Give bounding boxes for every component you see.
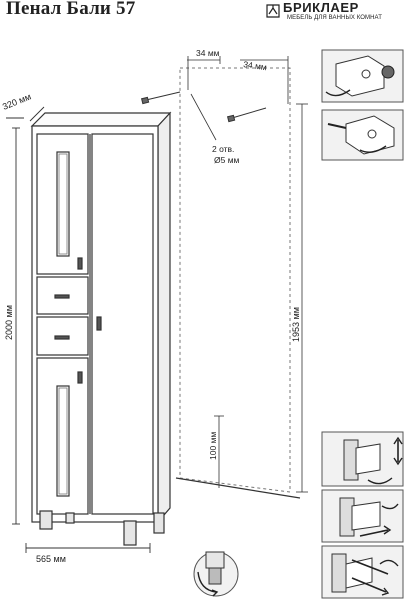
hole-offset-right-label: 34 мм [243,59,268,72]
width-label: 565 мм [36,554,66,564]
brand-name: БРИКЛАЕР [283,0,359,15]
mount-height-dim [296,103,308,493]
wall-outline [179,67,291,493]
holes-count-label: 2 отв. [212,144,234,154]
page-title: Пенал Бали 57 [6,0,136,19]
hole-offset-dims [187,56,289,104]
detail-panel-4 [321,489,404,543]
screw-right [226,107,267,123]
hole-callout [190,93,217,141]
brand-logo-mark [266,4,280,18]
detail-panel-2 [321,109,404,161]
detail-panel-1 [321,49,404,103]
screw-left [140,91,181,105]
floor-line [175,477,301,499]
detail-panel-5 [321,545,404,599]
cabinet-dimensions [6,106,151,553]
holes-diameter-label: Ø5 мм [214,155,240,165]
brand-logo: БРИКЛАЕР МЕБЕЛЬ ДЛЯ ВАННЫХ КОМНАТ [265,0,401,25]
brand-tagline: МЕБЕЛЬ ДЛЯ ВАННЫХ КОМНАТ [287,15,382,21]
cabinet-drawing [30,111,172,546]
height-label: 2000 мм [4,305,14,340]
detail-panel-3 [321,431,404,487]
floor-gap-label: 100 мм [208,432,218,460]
mount-height-label: 1953 мм [291,307,301,342]
hole-offset-left-label: 34 мм [196,48,220,58]
depth-label: 320 мм [1,91,32,111]
leg-adjust-detail [193,551,239,597]
floor-gap-dim [214,415,224,488]
